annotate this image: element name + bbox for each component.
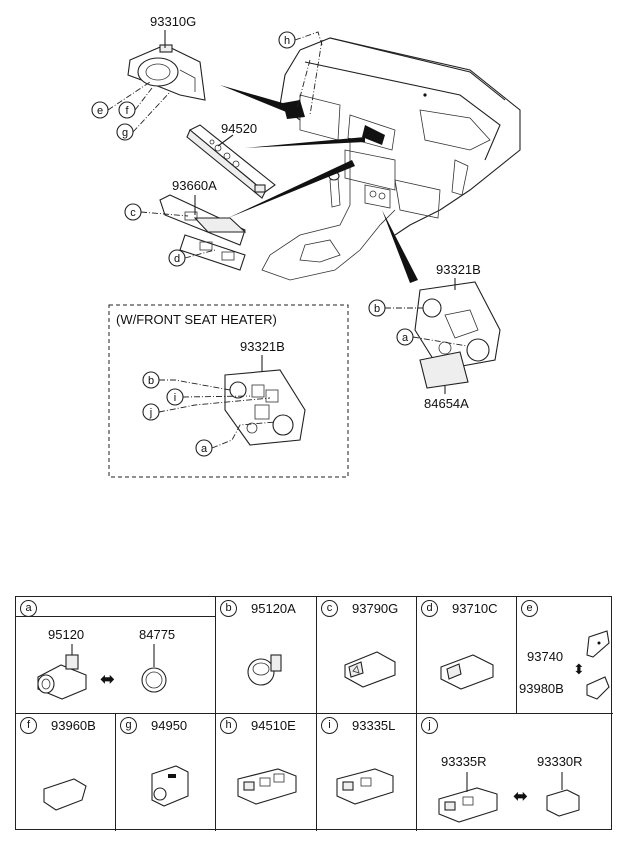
legend-cell-a-body: 95120 84775 ⬌ <box>16 617 216 714</box>
svg-text:i: i <box>174 392 176 404</box>
callout-b-main: b <box>368 299 386 317</box>
switch-blank-93330R-icon <box>546 772 580 817</box>
part-93321B-heater-panel <box>224 369 306 446</box>
letter-b-badge: b <box>220 599 237 617</box>
leader-wedge-93321B <box>382 210 418 283</box>
hazard-switch-icon <box>344 651 396 688</box>
legend-cell-a: a <box>16 597 216 617</box>
exploded-parts-diagram: 93310G e f g h 94520 93660A c d <box>91 14 521 478</box>
letter-i-badge: i <box>321 716 338 734</box>
legend-cell-d: d 93710C <box>417 597 517 714</box>
part-number-93960B: 93960B <box>51 717 96 733</box>
svg-text:c: c <box>130 207 136 219</box>
seat-heater-switch-right-icon <box>438 772 498 823</box>
part-number-94950: 94950 <box>151 717 188 733</box>
heater-variant-box <box>108 304 349 478</box>
cigarette-lighter-icon <box>37 644 87 700</box>
callout-a-heater: a <box>195 439 213 457</box>
switch-blank-93980B-icon <box>586 676 610 700</box>
svg-text:j: j <box>149 407 152 419</box>
svg-text:d: d <box>174 253 180 265</box>
part-93660A-switch-panel <box>159 194 247 271</box>
swap-arrow-j: ⬌ <box>513 786 529 806</box>
part-number-93740: 93740 <box>527 649 564 664</box>
switch-blank-93740-icon <box>586 630 610 658</box>
part-84654A-cover <box>419 351 469 389</box>
callout-c: c <box>124 203 142 221</box>
lighter-cap-icon <box>141 644 167 693</box>
svg-text:b: b <box>374 303 380 315</box>
legend-cell-g: g 94950 <box>116 714 216 831</box>
letter-a-badge: a <box>20 599 37 617</box>
callout-93321B-main: 93321B <box>436 262 481 277</box>
switch-module-h-icon <box>237 768 297 805</box>
heater-box-title: (W/FRONT SEAT HEATER) <box>116 312 277 327</box>
letter-g-badge: g <box>120 716 137 734</box>
callout-h: h <box>278 31 296 49</box>
swap-arrow-e: ⬍ <box>573 661 585 677</box>
callout-i-heater: i <box>166 388 184 406</box>
part-legend-table: a 95120 84775 ⬌ b 95120A <box>15 596 613 831</box>
legend-cell-b: b 95120A <box>216 597 317 714</box>
svg-text:a: a <box>201 443 208 455</box>
part-number-94510E: 94510E <box>251 717 296 733</box>
callout-a-main: a <box>396 328 414 346</box>
letter-j-badge: j <box>421 716 438 734</box>
swap-arrow-a: ⬌ <box>100 669 116 689</box>
part-94520-switch-panel <box>186 124 276 199</box>
legend-cell-c: c 93790G <box>317 597 417 714</box>
legend-cell-h: h 94510E <box>216 714 317 831</box>
callout-93660A: 93660A <box>172 178 217 193</box>
svg-text:f: f <box>125 105 129 117</box>
callout-b-heater: b <box>142 371 160 389</box>
part-number-93790G: 93790G <box>352 600 399 616</box>
usb-aux-jack-icon <box>151 765 189 807</box>
callout-84654A: 84654A <box>424 396 469 411</box>
blank-cover-f-icon <box>43 778 87 811</box>
letter-d-badge: d <box>421 599 438 617</box>
callout-j-heater: j <box>142 403 160 421</box>
part-number-95120A: 95120A <box>251 600 296 616</box>
letter-h-badge: h <box>220 716 237 734</box>
svg-text:b: b <box>148 375 154 387</box>
callout-d: d <box>168 249 186 267</box>
letter-e-badge: e <box>521 599 538 617</box>
part-number-93330R: 93330R <box>537 754 583 769</box>
svg-text:h: h <box>284 35 290 47</box>
part-93310G-bezel <box>127 44 206 101</box>
legend-cell-e: e 93740 ⬍ 93980B <box>517 597 613 714</box>
part-number-93335L: 93335L <box>352 717 396 733</box>
part-number-93710C: 93710C <box>452 600 498 616</box>
part-number-95120: 95120 <box>48 627 85 642</box>
legend-cell-j: j 93335R 93330R ⬌ <box>417 714 613 831</box>
svg-text:e: e <box>97 105 103 117</box>
callout-g: g <box>116 123 134 141</box>
callout-93310G: 93310G <box>150 14 196 29</box>
svg-text:a: a <box>402 332 409 344</box>
leader-wedge-93660A <box>228 160 355 218</box>
leader-wedge-94520 <box>245 137 365 148</box>
callout-e: e <box>91 101 109 119</box>
part-number-93335R: 93335R <box>441 754 487 769</box>
callout-94520: 94520 <box>221 121 257 136</box>
dashboard-assembly <box>261 37 521 281</box>
part-number-84775: 84775 <box>139 627 176 642</box>
letter-f-badge: f <box>20 716 37 734</box>
leader-wedge-93310G <box>220 85 300 116</box>
callout-93321B-heater: 93321B <box>240 339 285 354</box>
svg-text:g: g <box>122 127 128 139</box>
part-93321B-center-panel <box>414 281 501 371</box>
seat-heater-switch-left-icon <box>336 768 394 805</box>
power-outlet-icon <box>247 654 282 686</box>
callout-f: f <box>118 101 136 119</box>
switch-module-d-icon <box>440 654 494 690</box>
legend-cell-f: f 93960B <box>16 714 116 831</box>
letter-c-badge: c <box>321 599 338 617</box>
part-number-93980B: 93980B <box>519 681 564 696</box>
legend-cell-i: i 93335L <box>317 714 417 831</box>
